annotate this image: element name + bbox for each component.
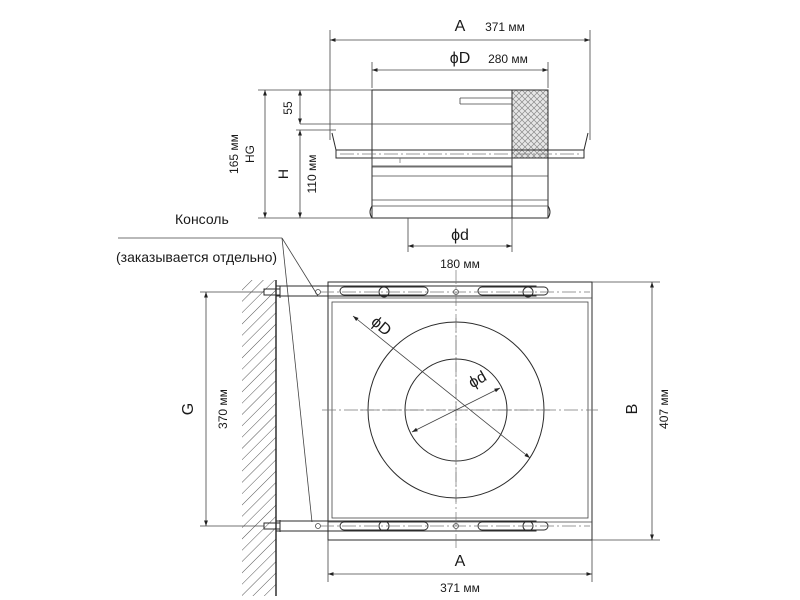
console-note: (заказывается отдельно) xyxy=(116,249,277,265)
plan-view: ϕD ϕd G 370 мм B 407 мм A 371 мм xyxy=(180,270,671,596)
letter-h: H xyxy=(275,169,291,179)
plan-inner-diam-symbol: ϕd xyxy=(466,368,490,392)
dim-165: 165 мм xyxy=(227,134,241,174)
letter-b: B xyxy=(624,404,641,415)
console-callout: Консоль (заказывается отдельно) xyxy=(116,211,319,523)
bottom-width-letter: A xyxy=(455,553,466,570)
console-label: Консоль xyxy=(175,211,229,227)
dim-370: 370 мм xyxy=(216,389,230,429)
dim-55: 55 xyxy=(281,101,295,115)
bottom-width-value: 371 мм xyxy=(440,581,480,595)
wall-hatch xyxy=(242,280,276,596)
letter-hg: HG xyxy=(243,145,257,163)
outer-diam-symbol: ϕD xyxy=(450,50,471,67)
dim-407: 407 мм xyxy=(657,389,671,429)
top-width-value: 371 мм xyxy=(485,20,525,34)
top-width-letter: A xyxy=(455,18,466,35)
letter-g: G xyxy=(180,403,197,415)
outer-diam-value: 280 мм xyxy=(488,52,528,66)
elevation-view: A 371 мм ϕD 280 мм 165 мм xyxy=(227,18,591,271)
dim-110: 110 мм xyxy=(305,155,319,194)
plan-outer-diam-symbol: ϕD xyxy=(368,313,395,339)
inner-diam-symbol: ϕd xyxy=(451,227,469,244)
inner-diam-value: 180 мм xyxy=(440,257,480,271)
